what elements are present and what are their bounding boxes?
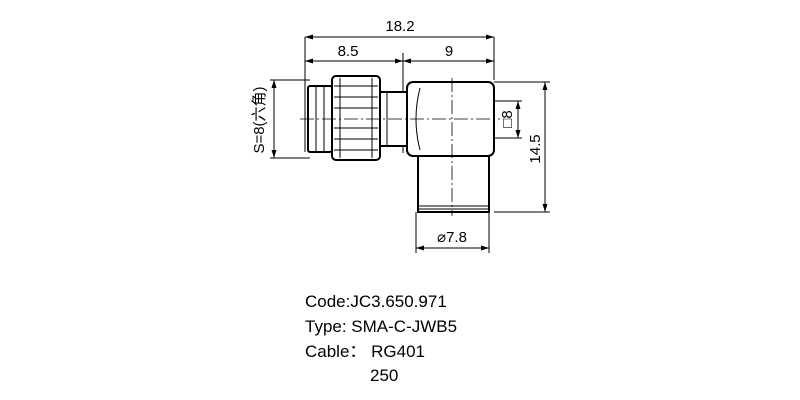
dim-overall bbox=[304, 34, 495, 152]
hex-nut bbox=[331, 75, 381, 161]
dim-diameter-label: ⌀7.8 bbox=[437, 229, 467, 246]
dim-square bbox=[494, 100, 522, 139]
dim-diameter bbox=[415, 212, 490, 253]
dim-height bbox=[494, 81, 550, 213]
cable-sleeve bbox=[417, 155, 490, 213]
dim-body-label: 9 bbox=[445, 43, 453, 60]
center-lines bbox=[300, 78, 500, 216]
spec-type: Type: SMA-C-JWB5 bbox=[305, 317, 458, 336]
spec-code: Code:JC3.650.971 bbox=[305, 292, 447, 311]
dim-hex bbox=[270, 79, 310, 159]
connector-body bbox=[307, 75, 495, 213]
dim-square-label: □8 bbox=[499, 110, 516, 127]
spec-cable: Cable： RG401 bbox=[305, 342, 426, 361]
dim-overall-label: 18.2 bbox=[385, 18, 414, 35]
dim-hex-label: S=8(六角) bbox=[251, 86, 268, 153]
spec-extra: 250 bbox=[370, 366, 399, 385]
dim-height-label: 14.5 bbox=[527, 134, 544, 163]
dim-plug-label: 8.5 bbox=[338, 43, 359, 60]
